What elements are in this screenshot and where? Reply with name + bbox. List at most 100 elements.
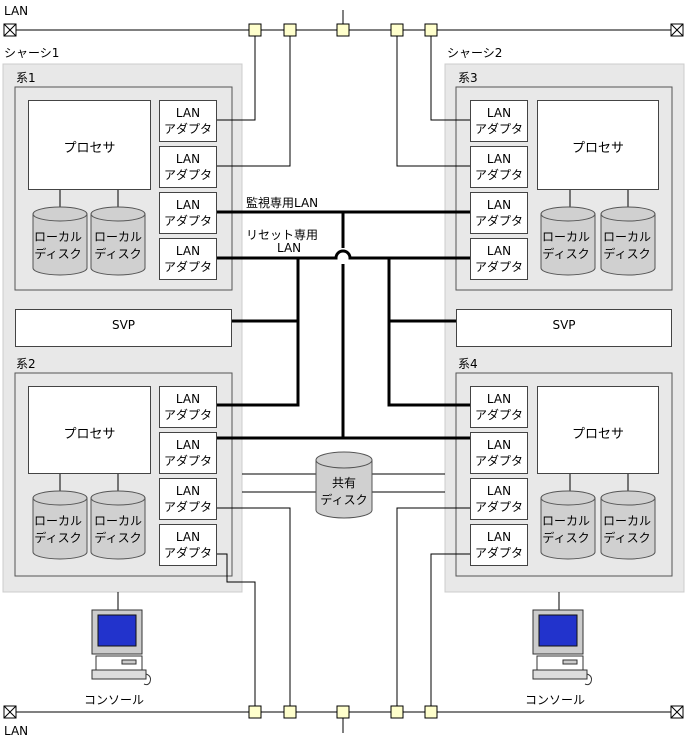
- svp-chassis-1: SVP: [15, 309, 232, 347]
- local-disk-label: ローカルディスク: [33, 230, 82, 261]
- lan-adapter-line2: アダプタ: [474, 122, 523, 136]
- lan-adapter: LAN アダプタ: [470, 238, 528, 280]
- lan-adapter: LAN アダプタ: [470, 478, 528, 520]
- lan-adapter-line2: アダプタ: [163, 260, 212, 274]
- lan-hubs: [248, 23, 438, 719]
- lan-adapter-line1: LAN: [175, 198, 201, 212]
- hub-icon: [424, 23, 438, 37]
- local-disk-label: ローカルディスク: [541, 230, 590, 261]
- lan-adapter-line1: LAN: [175, 244, 201, 258]
- console-label-left: コンソール: [84, 693, 145, 707]
- lan-adapter: LAN アダプタ: [159, 238, 217, 280]
- svp-label: SVP: [552, 318, 576, 332]
- hub-icon: [424, 705, 438, 719]
- lan-adapter-line2: アダプタ: [474, 168, 523, 182]
- lan-adapter-line1: LAN: [486, 106, 512, 120]
- monitoring-lan: [217, 210, 470, 440]
- console-icon-right: [532, 609, 592, 686]
- disk-connectors: [59, 190, 629, 492]
- shared-disk-label: 共有ディスク: [320, 476, 368, 507]
- local-disk-icon: [32, 490, 88, 560]
- reset-lan: [217, 249, 470, 407]
- console-label-right: コンソール: [525, 693, 586, 707]
- lan-adapter-line2: アダプタ: [163, 214, 212, 228]
- shared-disk-cables: [242, 473, 445, 493]
- lan-adapter-line2: アダプタ: [474, 454, 523, 468]
- terminator-icon: [3, 23, 17, 37]
- console-icon-left: [91, 609, 151, 686]
- local-disk-label: ローカルディスク: [602, 230, 651, 261]
- processor-system-4: プロセサ: [537, 386, 659, 474]
- local-disk-icon: [32, 206, 88, 276]
- lan-adapter-line1: LAN: [175, 152, 201, 166]
- lan-adapter: LAN アダプタ: [470, 100, 528, 142]
- lan-adapter-line1: LAN: [486, 484, 512, 498]
- terminator-icon: [3, 705, 17, 719]
- processor-system-1: プロセサ: [28, 100, 151, 190]
- terminator-icon: [670, 23, 684, 37]
- lan-adapter-line2: アダプタ: [163, 500, 212, 514]
- lan-adapter-line1: LAN: [486, 438, 512, 452]
- lan-adapter-line2: アダプタ: [163, 454, 212, 468]
- hub-icon: [248, 705, 262, 719]
- lan-adapter-line1: LAN: [175, 484, 201, 498]
- lan-adapter-line2: アダプタ: [163, 122, 212, 136]
- lan-adapter-line2: アダプタ: [474, 214, 523, 228]
- processor-label: プロセサ: [571, 141, 624, 156]
- chassis-1-label: シャーシ1: [4, 46, 60, 60]
- local-disk-icon: [540, 206, 596, 276]
- processor-system-3: プロセサ: [537, 100, 659, 190]
- hub-icon: [283, 705, 297, 719]
- lan-adapter-line1: LAN: [175, 106, 201, 120]
- lan-adapter-line2: アダプタ: [474, 500, 523, 514]
- lan-adapter: LAN アダプタ: [159, 524, 217, 566]
- lan-adapter-line1: LAN: [175, 530, 201, 544]
- hub-icon: [248, 23, 262, 37]
- system-4-label: 系4: [458, 357, 478, 371]
- lan-adapter: LAN アダプタ: [159, 478, 217, 520]
- system-3-label: 系3: [458, 71, 478, 85]
- local-disk-icon: [90, 206, 146, 276]
- local-disk-icon: [540, 490, 596, 560]
- processor-label: プロセサ: [63, 427, 116, 442]
- lan-adapter-line2: アダプタ: [163, 408, 212, 422]
- lan-adapter-line2: アダプタ: [474, 546, 523, 560]
- local-disks: [32, 206, 656, 560]
- processor-system-2: プロセサ: [28, 386, 151, 474]
- local-disk-label: ローカルディスク: [602, 514, 651, 545]
- local-disk-label: ローカルディスク: [33, 514, 82, 545]
- local-disk-icon: [90, 490, 146, 560]
- shared-disk-icon: [315, 451, 373, 519]
- processor-label: プロセサ: [571, 427, 624, 442]
- hub-icon: [336, 23, 350, 37]
- monitoring-lan-label: 監視専用LAN: [246, 196, 319, 210]
- system-2-label: 系2: [16, 357, 36, 371]
- chassis-2-label: シャーシ2: [447, 46, 503, 60]
- processor-label: プロセサ: [63, 141, 116, 156]
- reset-lan-label-line2: LAN: [277, 241, 302, 255]
- lan-bottom-label: LAN: [4, 724, 29, 738]
- hub-icon: [336, 705, 350, 719]
- lan-top-label: LAN: [4, 4, 29, 18]
- local-disk-icon: [600, 206, 656, 276]
- lan-adapter-line1: LAN: [486, 198, 512, 212]
- hub-icon: [283, 23, 297, 37]
- local-disk-label: ローカルディスク: [541, 514, 590, 545]
- lan-adapter-line1: LAN: [486, 530, 512, 544]
- terminator-icon: [670, 705, 684, 719]
- lan-adapter-line2: アダプタ: [163, 546, 212, 560]
- lan-adapter-line2: アダプタ: [474, 260, 523, 274]
- lan-adapter: LAN アダプタ: [470, 432, 528, 474]
- svp-label: SVP: [111, 318, 136, 332]
- lan-adapter: LAN アダプタ: [470, 192, 528, 234]
- reset-lan-label-line1: リセット専用: [246, 228, 319, 242]
- system-1-label: 系1: [16, 71, 36, 85]
- hub-icon: [390, 705, 404, 719]
- lan-adapter-line1: LAN: [486, 244, 512, 258]
- local-disk-label: ローカルディスク: [93, 230, 142, 261]
